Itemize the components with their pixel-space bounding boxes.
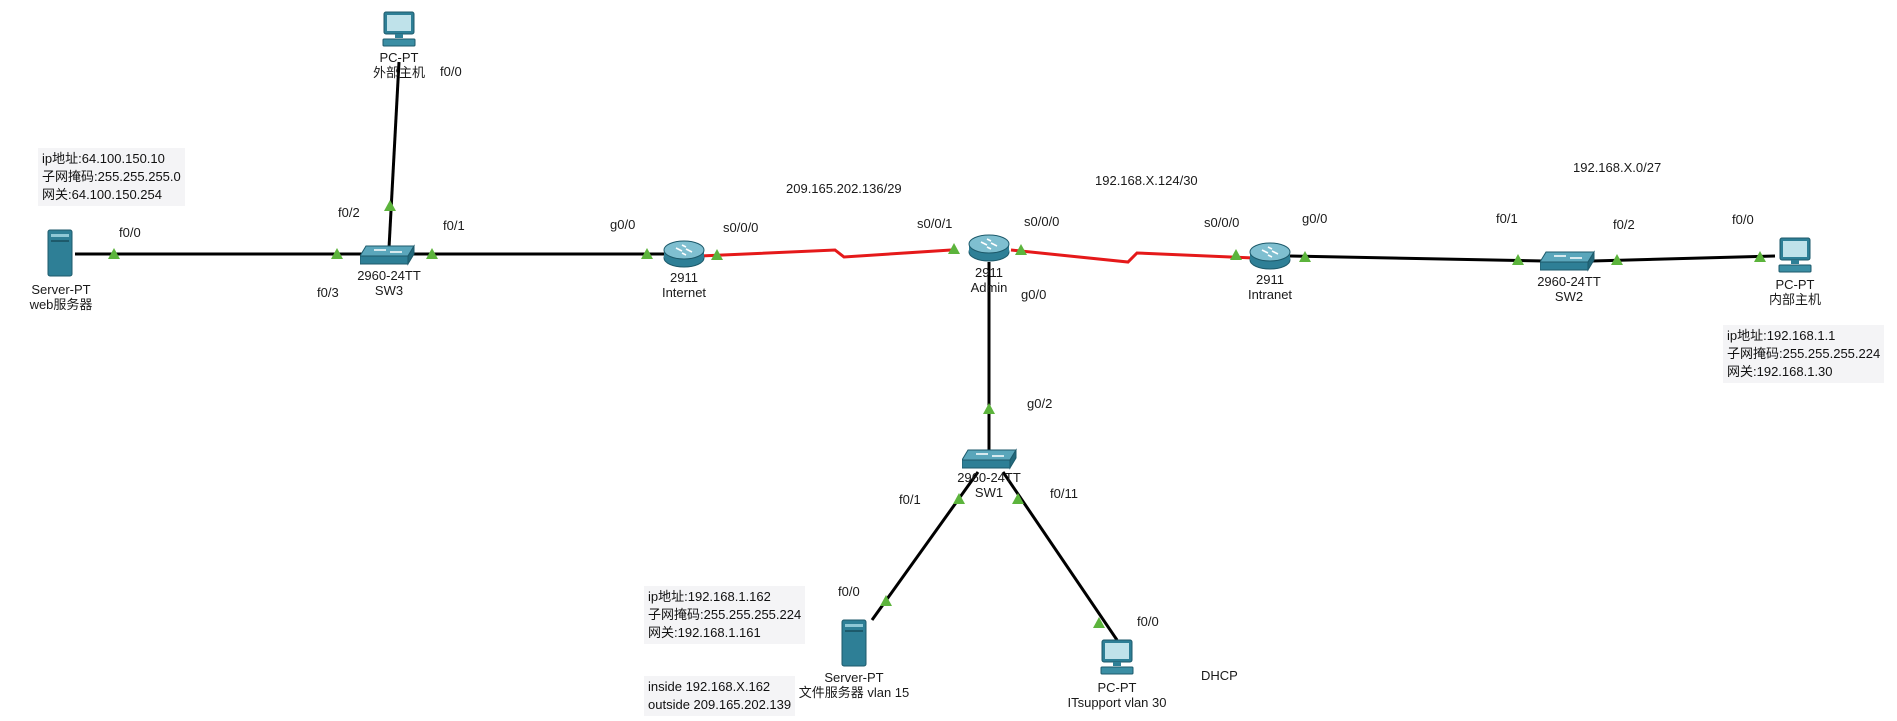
port-label: g0/2 — [1027, 396, 1053, 411]
switch-icon — [961, 448, 1017, 470]
link-up-icon — [983, 403, 995, 414]
port-label: f0/3 — [317, 285, 339, 300]
router-icon — [968, 234, 1010, 262]
link-up-icon — [641, 248, 653, 259]
switch-icon — [1539, 250, 1595, 272]
itsupport-pc[interactable] — [1099, 638, 1135, 678]
router-internet[interactable] — [662, 238, 706, 270]
link-up-icon — [953, 493, 965, 504]
link-up-icon — [331, 248, 343, 259]
link-up-icon — [1230, 249, 1242, 260]
link-admin-intranet-serial[interactable] — [1010, 248, 1255, 264]
port-label: f0/1 — [899, 492, 921, 507]
link-up-icon — [426, 248, 438, 259]
network-label-lan: 192.168.X.0/27 — [1573, 160, 1662, 175]
port-label: f0/2 — [1613, 217, 1635, 232]
router-icon — [1249, 242, 1291, 270]
external-pc[interactable] — [381, 10, 417, 50]
note-nat: inside 192.168.X.162 outside 209.165.202… — [644, 676, 796, 716]
port-label: f0/0 — [119, 225, 141, 240]
port-label: s0/0/0 — [1204, 215, 1240, 230]
internal-pc[interactable] — [1777, 236, 1813, 276]
link-up-icon — [1754, 251, 1766, 262]
pc-icon — [1778, 237, 1812, 273]
port-label: f0/11 — [1050, 486, 1078, 501]
router-icon — [663, 240, 705, 268]
port-label: g0/0 — [1302, 211, 1328, 226]
note-dhcp: DHCP — [1201, 668, 1238, 683]
pc-icon — [382, 11, 416, 47]
link-ext-sw3[interactable] — [387, 61, 401, 249]
port-label: f0/1 — [1496, 211, 1518, 226]
port-label: f0/0 — [1137, 614, 1159, 629]
link-up-icon — [1512, 254, 1524, 265]
note-file-server: ip地址:192.168.1.162 子网掩码:255.255.255.224 … — [644, 586, 806, 644]
sw2-label: 2960-24TT SW2 — [1537, 274, 1601, 304]
link-up-icon — [384, 200, 396, 211]
link-up-icon — [880, 595, 892, 606]
switch-icon — [359, 244, 415, 266]
link-status-markers — [108, 200, 1766, 628]
web-server[interactable] — [46, 228, 76, 278]
port-label: s0/0/0 — [723, 220, 759, 235]
port-label: s0/0/0 — [1024, 214, 1060, 229]
port-label: f0/0 — [1732, 212, 1754, 227]
port-label: f0/0 — [838, 584, 860, 599]
port-label: g0/0 — [1021, 287, 1047, 302]
link-up-icon — [1611, 254, 1623, 265]
server-icon — [841, 619, 867, 667]
router-admin[interactable] — [967, 232, 1011, 264]
sw3-label: 2960-24TT SW3 — [357, 268, 421, 298]
link-up-icon — [1093, 617, 1105, 628]
link-up-icon — [108, 248, 120, 259]
file-server[interactable] — [840, 618, 870, 668]
link-sw1-its[interactable] — [1001, 471, 1119, 641]
link-internet-admin-serial[interactable] — [699, 248, 952, 259]
switch-sw1[interactable] — [961, 446, 1018, 470]
external-pc-label: PC-PT 外部主机 — [372, 50, 425, 80]
router-admin-label: 2911 Admin — [970, 265, 1008, 295]
note-web-server: ip地址:64.100.150.10 子网掩码:255.255.255.0 网关… — [38, 148, 185, 206]
web-server-label: Server-PT web服务器 — [29, 282, 93, 312]
link-up-icon — [1299, 251, 1311, 262]
switch-sw2[interactable] — [1539, 248, 1596, 272]
port-label: f0/2 — [338, 205, 360, 220]
port-label: s0/0/1 — [917, 216, 953, 231]
switch-sw3[interactable] — [359, 242, 416, 266]
router-intranet[interactable] — [1248, 240, 1292, 272]
network-label-wan1: 209.165.202.136/29 — [786, 181, 902, 196]
router-intranet-label: 2911 Intranet — [1247, 272, 1293, 302]
link-up-icon — [711, 249, 723, 260]
link-intranet-sw2[interactable] — [1289, 254, 1545, 263]
file-server-label: Server-PT 文件服务器 vlan 15 — [798, 670, 910, 700]
network-label-wan2: 192.168.X.124/30 — [1095, 173, 1198, 188]
note-internal-pc: ip地址:192.168.1.1 子网掩码:255.255.255.224 网关… — [1723, 325, 1885, 383]
server-icon — [47, 229, 73, 277]
link-up-icon — [1015, 244, 1027, 255]
internal-pc-label: PC-PT 内部主机 — [1768, 277, 1821, 307]
link-up-icon — [1012, 493, 1024, 504]
router-internet-label: 2911 Internet — [661, 270, 707, 300]
port-label: f0/1 — [443, 218, 465, 233]
sw1-label: 2960-24TT SW1 — [957, 470, 1021, 500]
link-sw2-pcint[interactable] — [1591, 254, 1776, 263]
pc-icon — [1100, 639, 1134, 675]
port-label: f0/0 — [440, 64, 462, 79]
port-label: g0/0 — [610, 217, 636, 232]
link-up-icon — [948, 243, 960, 254]
itsupport-pc-label: PC-PT ITsupport vlan 30 — [1067, 680, 1167, 710]
